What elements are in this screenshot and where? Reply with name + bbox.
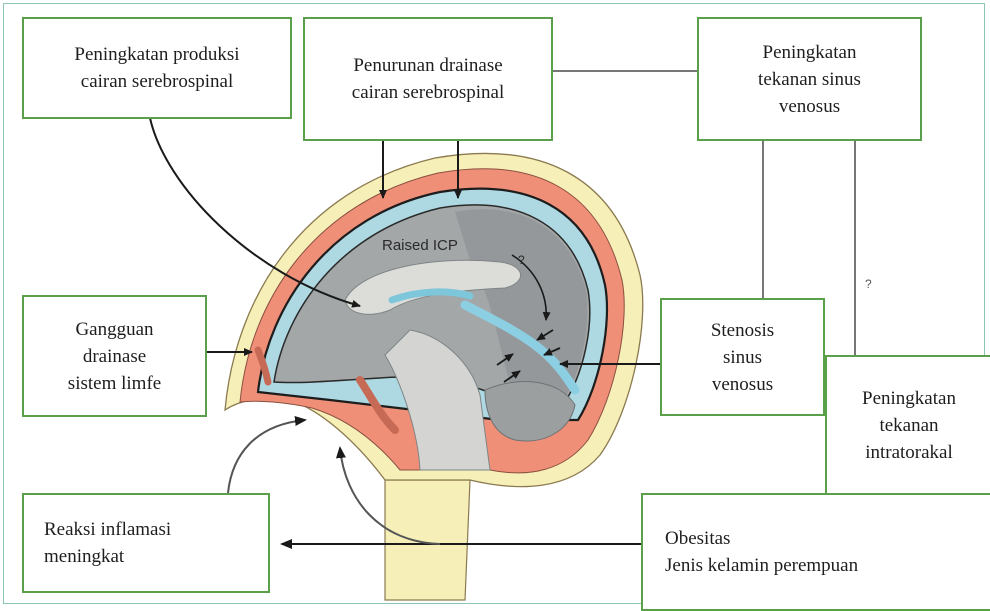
box-increase-csf-production: Peningkatan produksi cairan serebrospina… [22,17,292,119]
box-line: Penurunan drainase [305,52,551,79]
box-line: Peningkatan produksi [24,41,290,68]
box-line: intratorakal [827,439,990,466]
box-line: tekanan sinus [699,66,920,93]
box-line: Reaksi inflamasi [44,516,268,543]
box-line: cairan serebrospinal [24,68,290,95]
box-decrease-csf-drainage: Penurunan drainase cairan serebrospinal [303,17,553,141]
raised-icp-question: ? [518,253,525,267]
box-line: Stenosis [662,317,823,344]
box-obesity: Obesitas Jenis kelamin perempuan [641,493,990,611]
box-line: venosus [662,371,823,398]
box-lymph-drainage: Gangguan drainase sistem limfe [22,295,207,417]
box-line: venosus [699,93,920,120]
box-line: sistem limfe [24,370,205,397]
box-inflammation: Reaksi inflamasi meningkat [22,493,270,593]
box-line: Jenis kelamin perempuan [665,552,990,579]
box-intrathoracic-pressure: Peningkatan tekanan intratorakal [825,355,990,495]
box-line: Obesitas [665,525,990,552]
box-venous-stenosis: Stenosis sinus venosus [660,298,825,416]
box-line: drainase [24,343,205,370]
intrathoracic-question: ? [865,277,872,291]
box-line: cairan serebrospinal [305,79,551,106]
connector-inflammation-to-head [228,420,305,493]
box-line: Peningkatan [699,39,920,66]
box-increase-sinus-pressure: Peningkatan tekanan sinus venosus [697,17,922,141]
head-illustration [225,153,643,600]
box-line: Peningkatan [827,385,990,412]
raised-icp-label: Raised ICP [382,237,458,254]
box-line: tekanan [827,412,990,439]
neck-skin [385,480,470,600]
box-line: sinus [662,344,823,371]
box-line: Gangguan [24,316,205,343]
box-line: meningkat [44,543,268,570]
